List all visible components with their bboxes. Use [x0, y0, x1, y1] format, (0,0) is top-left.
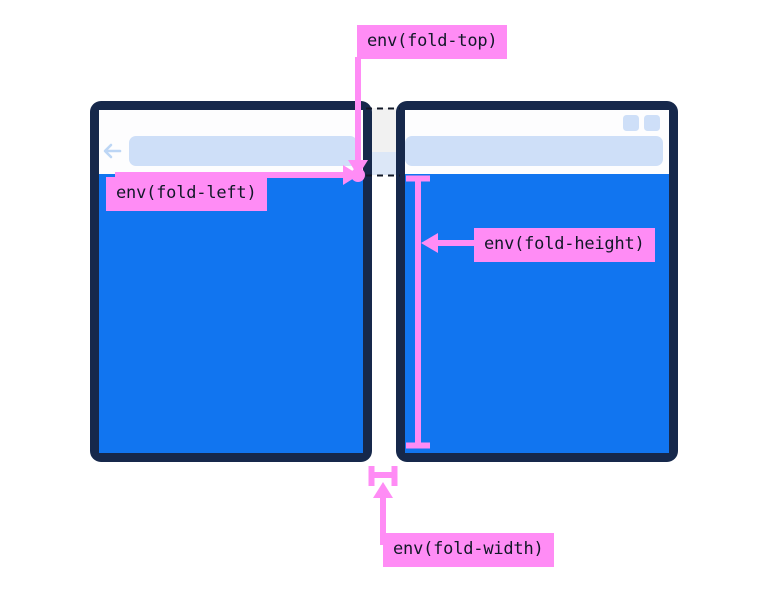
left-url-bar[interactable] [129, 136, 357, 166]
fold-guide-lines [366, 107, 400, 177]
arrow-left-icon[interactable] [103, 143, 122, 159]
fold-width-label: env(fold-width) [383, 533, 554, 567]
fold-origin-dot [351, 168, 365, 182]
fold-height-measure-bar [406, 175, 430, 449]
fold-top-label: env(fold-top) [357, 25, 508, 59]
right-screen-window [396, 101, 678, 462]
left-page-content [99, 174, 363, 453]
right-page-content [405, 174, 669, 453]
fold-gap-region [372, 108, 396, 175]
window-button-1[interactable] [623, 115, 639, 131]
left-screen-window [90, 101, 372, 462]
fold-left-label: env(fold-left) [106, 177, 267, 211]
fold-height-label: env(fold-height) [474, 228, 655, 262]
fold-gap-lower [372, 152, 396, 175]
fold-gap-upper [372, 108, 396, 152]
window-button-2[interactable] [644, 115, 660, 131]
right-url-bar[interactable] [405, 136, 663, 166]
fold-width-measure-bar [368, 466, 398, 486]
